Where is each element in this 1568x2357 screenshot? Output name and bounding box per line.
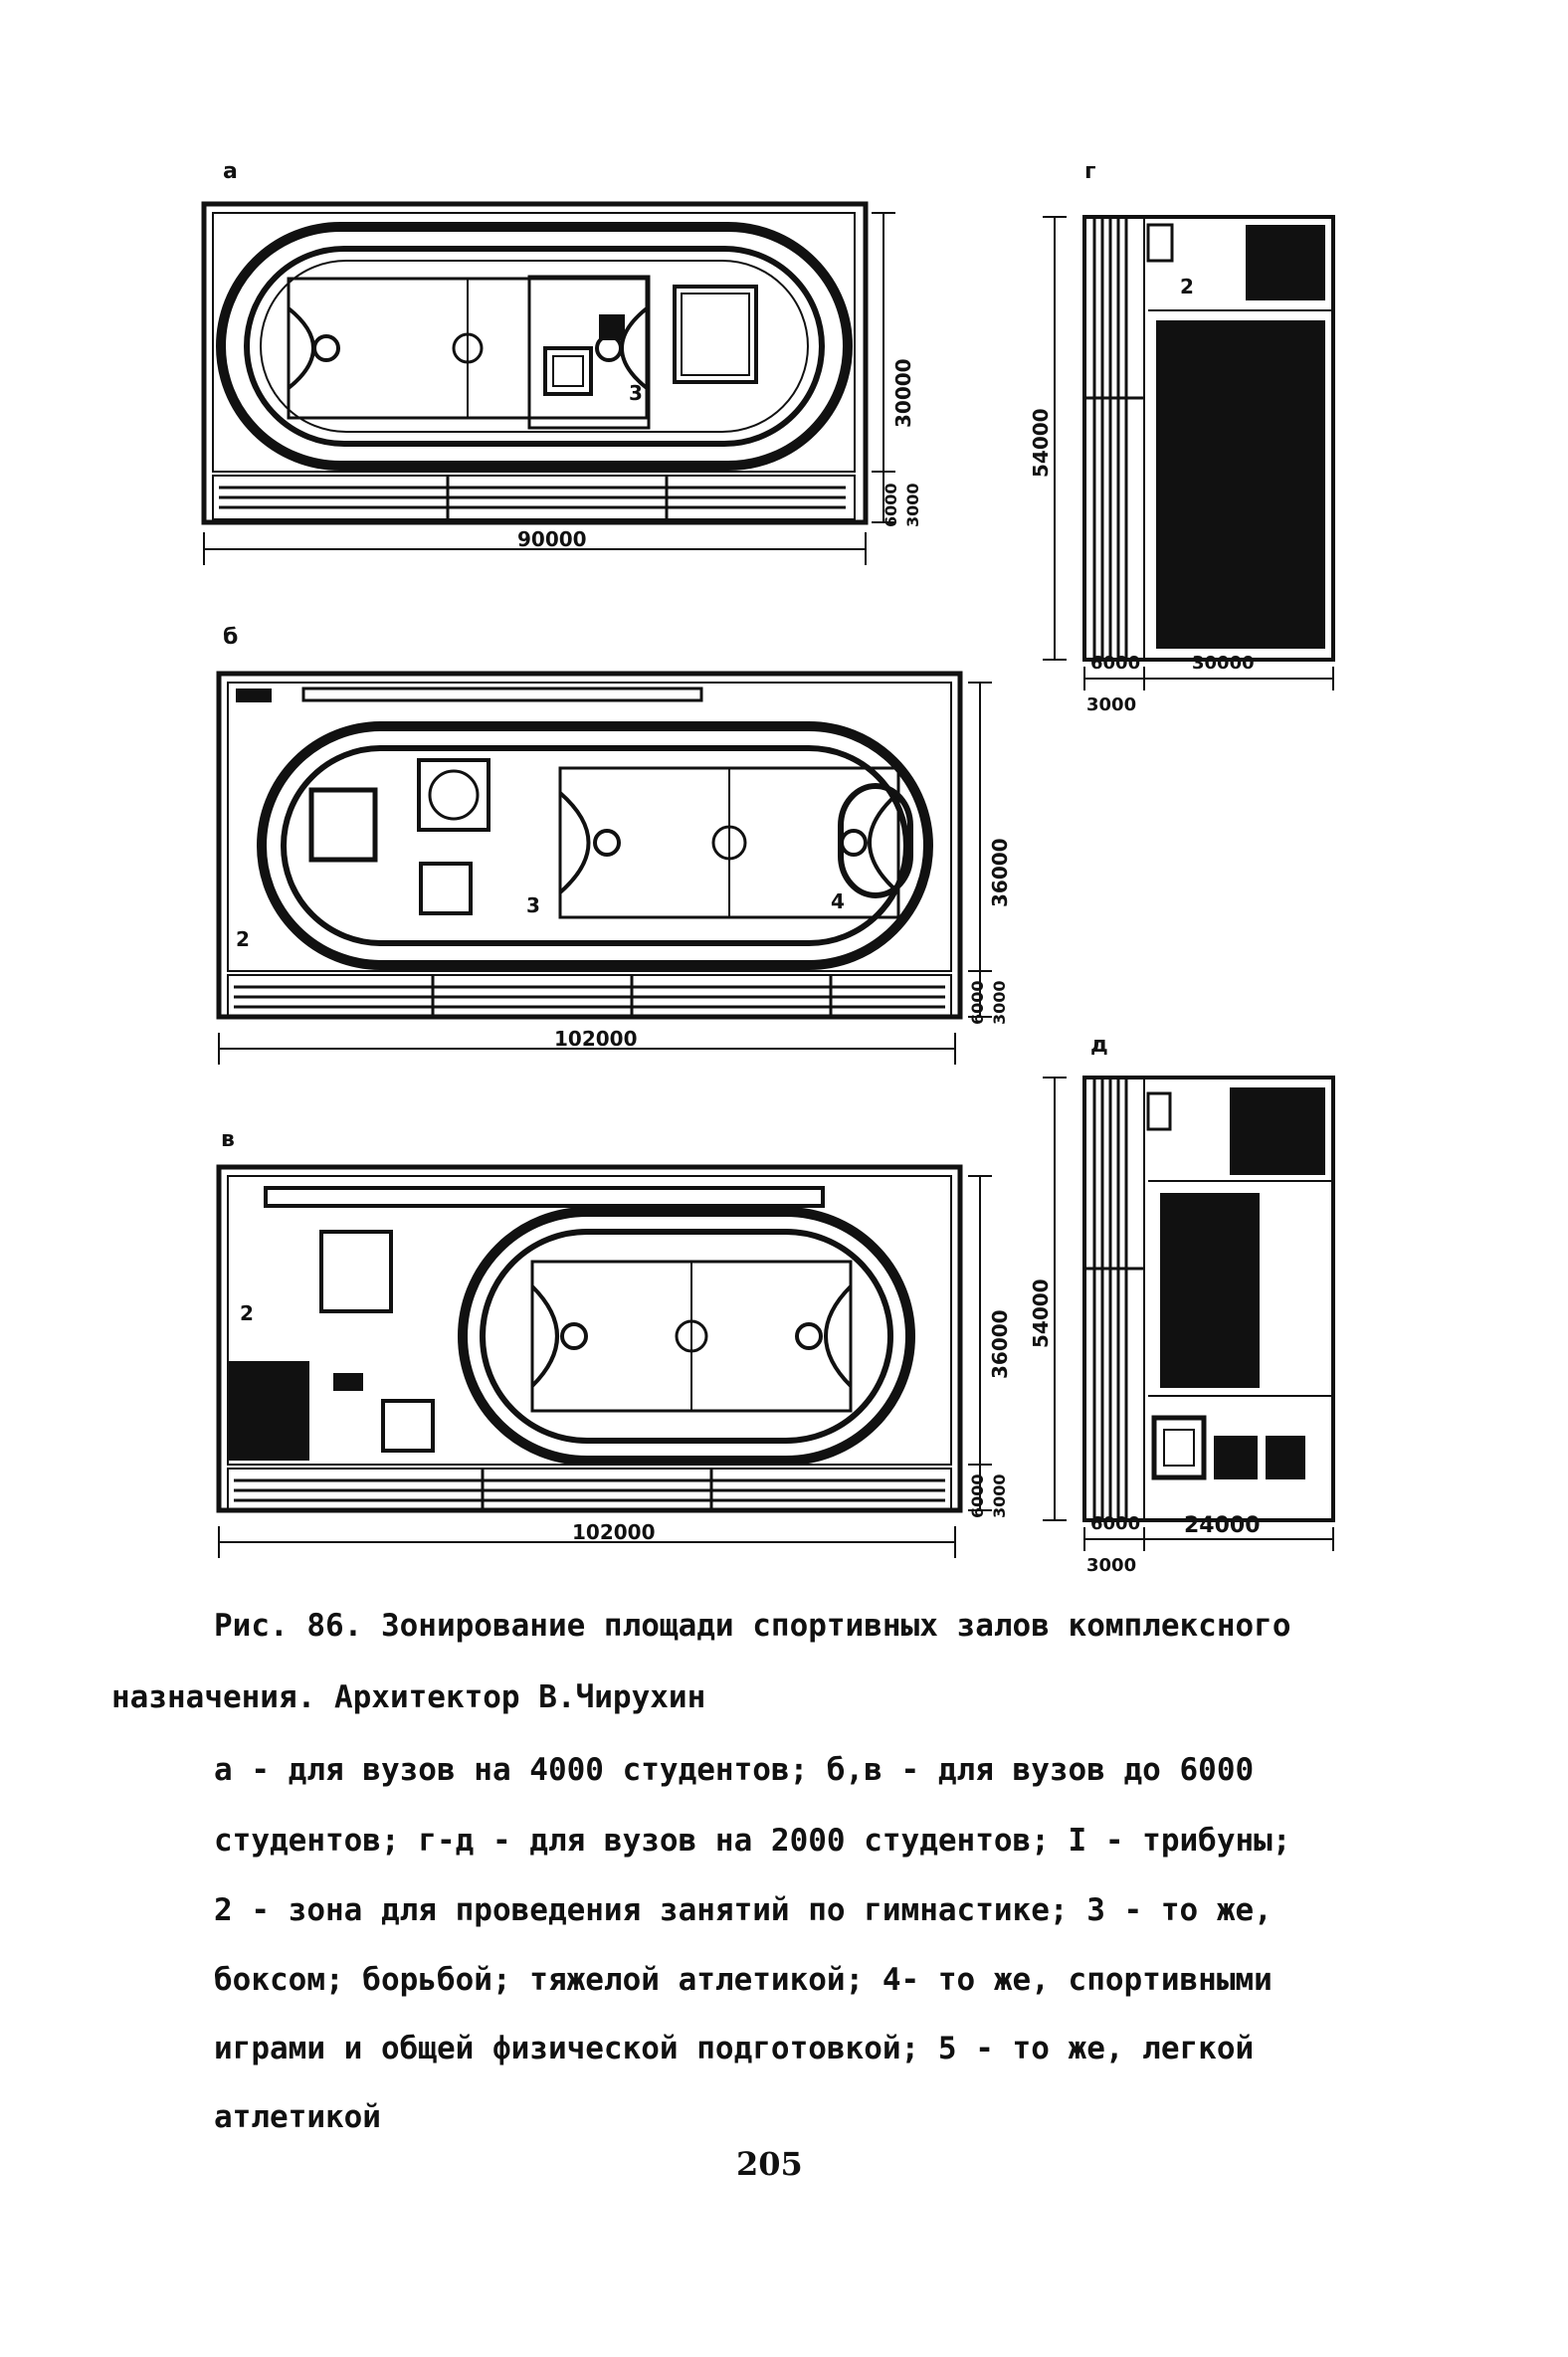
plan-b-svg (216, 671, 992, 1065)
plan-b-zone-2: 2 (236, 927, 250, 951)
caption-legend-line-4: боксом; борьбой; тяжелой атлетикой; 4- т… (214, 1962, 1273, 1998)
plan-v-height-dim: 36000 (988, 1309, 1012, 1379)
plan-d-block-small-a (1214, 1436, 1258, 1479)
plan-g-svg (1043, 215, 1335, 690)
plan-v-zone-2: 2 (240, 1301, 254, 1325)
caption-legend-line-6: атлетикой (214, 2099, 381, 2135)
plan-a-drawing: 3 90000 30000 6000 3000 (199, 199, 935, 577)
caption-legend-line-2: студентов; г-д - для вузов на 2000 студе… (214, 1823, 1291, 1859)
plan-g-height-dim: 54000 (1029, 408, 1053, 478)
plan-v-side-dim-a: 6000 (968, 1473, 987, 1518)
plan-b-side-dim-b: 3000 (990, 980, 1009, 1025)
plan-b-height-dim: 36000 (988, 838, 1012, 907)
plan-a-side-dim-b: 3000 (903, 483, 922, 527)
plan-d-block-small-b (1266, 1436, 1305, 1479)
plan-d-dim-b: 24000 (1184, 1513, 1261, 1538)
plan-a-height-dim: 30000 (891, 358, 915, 428)
plan-g-zone-2: 2 (1180, 275, 1194, 298)
plan-v-drawing: 2 102000 36000 6000 3000 (214, 1162, 1012, 1570)
plan-g-drawing: 2 54000 6000 30000 3000 (1029, 209, 1353, 726)
page-number: 205 (736, 2145, 803, 2183)
plan-v-block-large (228, 1361, 309, 1461)
plan-a-side-dim-a: 6000 (882, 483, 900, 527)
plan-d-block-top (1230, 1087, 1325, 1175)
plan-b-zone-4: 4 (831, 889, 845, 913)
plan-v-block-small (333, 1373, 363, 1391)
plan-v-label: в (221, 1127, 235, 1152)
plan-b-label: б (223, 625, 239, 650)
plan-a-width-dim: 90000 (517, 527, 587, 551)
plan-d-block-main (1160, 1193, 1260, 1388)
caption-legend-line-1: а - для вузов на 4000 студентов; б,в - д… (214, 1752, 1255, 1788)
plan-d-dim-c: 3000 (1086, 1555, 1137, 1576)
plan-a-label: а (223, 159, 238, 184)
plan-a-zone-3: 3 (629, 381, 643, 405)
plan-a-block (599, 314, 625, 340)
plan-g-dim-c: 3000 (1086, 694, 1137, 715)
plan-d-label: д (1090, 1033, 1108, 1058)
plan-b-zone-3: 3 (526, 893, 540, 917)
plan-d-svg (1043, 1076, 1335, 1551)
plan-g-dim-a: 6000 (1090, 653, 1141, 674)
caption-title-line-1: Рис. 86. Зонирование площади спортивных … (214, 1608, 1291, 1644)
plan-v-width-dim: 102000 (572, 1520, 656, 1544)
plan-g-dim-b: 30000 (1192, 653, 1255, 674)
plan-g-block-top (1246, 225, 1325, 300)
caption-legend-line-5: играми и общей физической подготовкой; 5… (214, 2031, 1255, 2066)
plan-d-drawing: 54000 6000 24000 3000 (1029, 1070, 1353, 1587)
plan-b-width-dim: 102000 (554, 1027, 638, 1051)
plan-b-block (236, 688, 272, 702)
plan-a-svg (201, 201, 895, 565)
plan-g-label: г (1084, 159, 1096, 184)
plan-g-block-main (1156, 320, 1325, 649)
caption-title-line-2: назначения. Архитектор В.Чирухин (111, 1679, 706, 1715)
plan-b-side-dim-a: 6000 (968, 980, 987, 1025)
plan-d-dim-a: 6000 (1090, 1513, 1141, 1534)
caption-legend-line-3: 2 - зона для проведения занятий по гимна… (214, 1892, 1273, 1928)
plan-v-side-dim-b: 3000 (990, 1473, 1009, 1518)
plan-d-height-dim: 54000 (1029, 1278, 1053, 1348)
plan-v-svg (216, 1164, 992, 1558)
plan-b-drawing: 2 3 4 102000 36000 6000 3000 (214, 669, 1012, 1067)
